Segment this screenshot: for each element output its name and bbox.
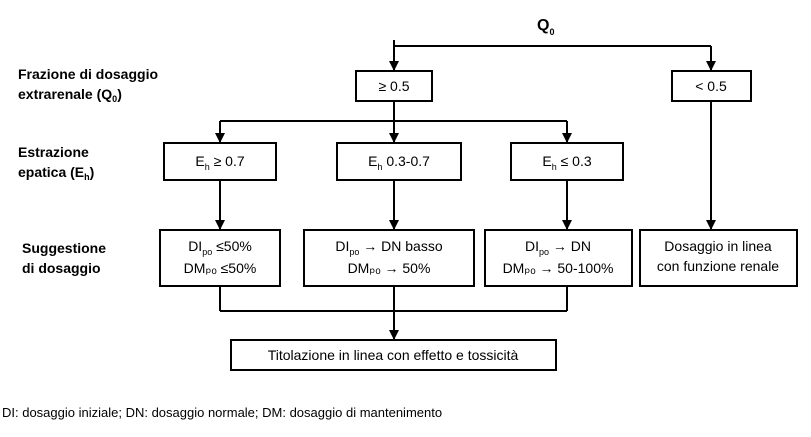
suggestion-high-line2: DMₚₒ ≤50% <box>184 260 257 276</box>
suggestion-mid-line2: DMₚₒ → 50% <box>348 260 431 276</box>
renal-line1: Dosaggio in linea <box>664 238 772 254</box>
titration-text: Titolazione in linea con effetto e tossi… <box>268 347 519 363</box>
root-label: Q0 <box>537 17 554 37</box>
suggestion-low-line2: DMₚₒ → 50-100% <box>503 260 614 276</box>
row-label-suggestion-line2: di dosaggio <box>22 260 101 276</box>
eh-low-text: Eh ≤ 0.3 <box>542 153 591 172</box>
renal-box <box>639 229 798 287</box>
eh-mid-text: Eh 0.3-0.7 <box>368 153 430 172</box>
suggestion-high-box <box>159 229 281 287</box>
q-low-box <box>671 70 752 102</box>
titration-box <box>230 339 557 371</box>
row-label-suggestion-line1: Suggestione <box>22 240 106 256</box>
renal-line2: con funzione renale <box>657 258 779 274</box>
eh-low-box <box>510 142 624 181</box>
eh-high-box <box>163 142 277 181</box>
suggestion-high-line1: DIpo ≤50% <box>188 238 252 257</box>
footnote: DI: dosaggio iniziale; DN: dosaggio norm… <box>2 405 443 420</box>
boxes <box>159 70 798 371</box>
q-high-box <box>355 70 433 102</box>
q-high-text: ≥ 0.5 <box>378 78 409 94</box>
suggestion-mid-line1: DIpo → DN basso <box>335 238 442 257</box>
eh-mid-box <box>336 142 462 181</box>
q-low-text: < 0.5 <box>695 78 727 94</box>
suggestion-mid-box <box>303 229 475 287</box>
eh-high-text: Eh ≥ 0.7 <box>195 153 244 172</box>
row-label-extraction-line1: Estrazione <box>18 144 89 160</box>
row-label-fraction-line2: extrarenale (Q0) <box>18 86 122 104</box>
row-label-extraction-line2: epatica (Eh) <box>18 164 94 182</box>
row-label-fraction-line1: Frazione di dosaggio <box>18 66 158 82</box>
suggestion-low-box <box>484 229 633 287</box>
connectors <box>215 40 716 340</box>
suggestion-low-line1: DIpo → DN <box>525 238 591 257</box>
